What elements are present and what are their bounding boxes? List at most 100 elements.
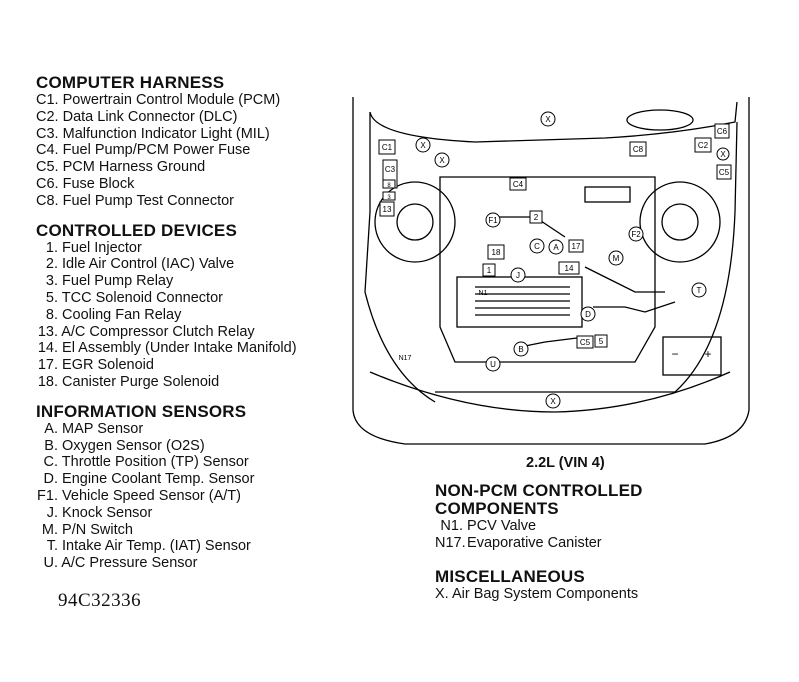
battery-positive-label: + (704, 347, 711, 361)
item-label: Fuel Pump Test Connector (62, 192, 235, 209)
list-item: C6. Fuse Block (36, 176, 346, 193)
label-d5: 5 (599, 337, 604, 346)
item-label: Oxygen Sensor (O2S) (62, 437, 205, 454)
list-item: C5. PCM Harness Ground (36, 159, 346, 176)
label-sensor-b: B (518, 345, 523, 354)
item-code: C2. (36, 108, 59, 125)
item-label: Fuse Block (62, 175, 135, 192)
harness-line (584, 266, 665, 293)
item-label: Fuel Injector (62, 239, 142, 256)
item-label: Throttle Position (TP) Sensor (61, 454, 249, 471)
item-label: MAP Sensor (62, 420, 144, 437)
item-label: Powertrain Control Module (PCM) (62, 92, 281, 108)
right-fender (674, 121, 738, 393)
list-item: 8. Cooling Fan Relay (36, 307, 346, 324)
item-code: C3. (36, 125, 59, 142)
label-d3: 3 (387, 195, 391, 201)
list-item: N1. PCV Valve (435, 518, 643, 535)
item-label: Data Link Connector (DLC) (62, 108, 238, 125)
item-label: Vehicle Speed Sensor (A/T) (62, 487, 241, 504)
controlled-devices-title: CONTROLLED DEVICES (36, 220, 238, 240)
information-sensors-title: INFORMATION SENSORS (36, 401, 247, 421)
label-sensor-a: A (553, 243, 559, 252)
compartment-outline (352, 97, 750, 445)
intake-manifold (456, 276, 583, 328)
label-d18: 18 (492, 248, 501, 257)
label-n1: N1 (479, 290, 488, 297)
item-code: T. (46, 538, 58, 555)
list-item: C3. Malfunction Indicator Light (MIL) (36, 126, 346, 143)
list-item: 1. Fuel Injector (36, 240, 346, 257)
item-label: Idle Air Control (IAC) Valve (62, 256, 235, 273)
item-label: Cooling Fan Relay (62, 306, 182, 323)
item-code: C6. (36, 175, 59, 192)
list-item: F1. Vehicle Speed Sensor (A/T) (36, 488, 346, 505)
label-sensor-j: J (516, 271, 520, 280)
list-item: 17. EGR Solenoid (36, 357, 346, 374)
item-code: 18. (37, 373, 58, 390)
item-label: A/C Compressor Clutch Relay (61, 323, 255, 340)
right-strut-tower-inner (661, 203, 699, 241)
harness-line (593, 301, 676, 313)
label-n17: N17 (399, 355, 412, 362)
legend-left: COMPUTER HARNESS C1. Powertrain Control … (36, 74, 346, 584)
label-d2: 2 (534, 213, 539, 222)
item-code: 3. (45, 273, 58, 290)
item-label: EGR Solenoid (62, 357, 154, 374)
battery (662, 336, 722, 376)
item-code: B. (44, 437, 58, 454)
item-code: N17. (435, 534, 466, 551)
list-item: 2. Idle Air Control (IAC) Valve (36, 256, 346, 273)
computer-harness-section: COMPUTER HARNESS C1. Powertrain Control … (36, 74, 346, 210)
list-item: M. P/N Switch (36, 522, 346, 539)
label-sensor-m: M (613, 254, 620, 263)
list-item: B. Oxygen Sensor (O2S) (36, 438, 346, 455)
non-pcm-section: NON-PCM CONTROLLED COMPONENTS N1. PCV Va… (435, 482, 643, 552)
label-d8: 8 (387, 183, 391, 189)
miscellaneous-section: MISCELLANEOUS X. Air Bag System Componen… (435, 568, 638, 603)
non-pcm-title-line1: NON-PCM CONTROLLED (435, 481, 643, 500)
item-code: M. (41, 521, 58, 538)
front-panel (369, 371, 731, 413)
harness-line (490, 216, 566, 238)
item-label: Canister Purge Solenoid (62, 373, 220, 390)
washer-reservoir (626, 109, 694, 131)
item-code: X. (435, 586, 449, 602)
list-item: X. Air Bag System Components (435, 586, 638, 603)
label-d14: 14 (565, 264, 574, 273)
item-code: 13. (37, 323, 58, 340)
figure-id: 94C32336 (58, 590, 142, 611)
engine-bay (439, 176, 656, 363)
item-label: TCC Solenoid Connector (61, 289, 223, 306)
label-d1: 1 (487, 266, 492, 275)
item-label: PCM Harness Ground (62, 159, 206, 176)
list-item: C. Throttle Position (TP) Sensor (36, 454, 346, 471)
battery-negative-label: − (671, 347, 678, 361)
item-code: 14. (37, 340, 58, 357)
label-c5: C5 (719, 168, 730, 177)
item-code: C8. (36, 192, 59, 209)
item-code: C1. (36, 92, 59, 108)
label-x-4: X (720, 150, 726, 159)
controlled-devices-list: 1. Fuel Injector 2. Idle Air Control (IA… (36, 240, 346, 391)
list-item: C2. Data Link Connector (DLC) (36, 109, 346, 126)
list-item: 3. Fuel Pump Relay (36, 273, 346, 290)
label-c1: C1 (382, 143, 393, 152)
label-c5-ground: C5 (580, 338, 591, 347)
label-x-5: X (550, 397, 556, 406)
label-c2: C2 (698, 141, 709, 150)
information-sensors-section: INFORMATION SENSORS A. MAP Sensor B. Oxy… (36, 401, 346, 572)
list-item: D. Engine Coolant Temp. Sensor (36, 471, 346, 488)
harness-line (519, 336, 586, 348)
computer-harness-title: COMPUTER HARNESS (36, 73, 225, 92)
list-item: 18. Canister Purge Solenoid (36, 374, 346, 391)
item-label: Fuel Pump Relay (62, 273, 174, 290)
cowl-line (369, 101, 738, 143)
item-label: P/N Switch (62, 521, 133, 538)
label-c6: C6 (717, 127, 728, 136)
left-strut-tower-inner (396, 203, 434, 241)
item-code: N1. (440, 518, 463, 534)
label-x-3: X (439, 156, 445, 165)
item-label: Air Bag System Components (451, 586, 639, 602)
left-strut-tower-outer (374, 181, 456, 263)
